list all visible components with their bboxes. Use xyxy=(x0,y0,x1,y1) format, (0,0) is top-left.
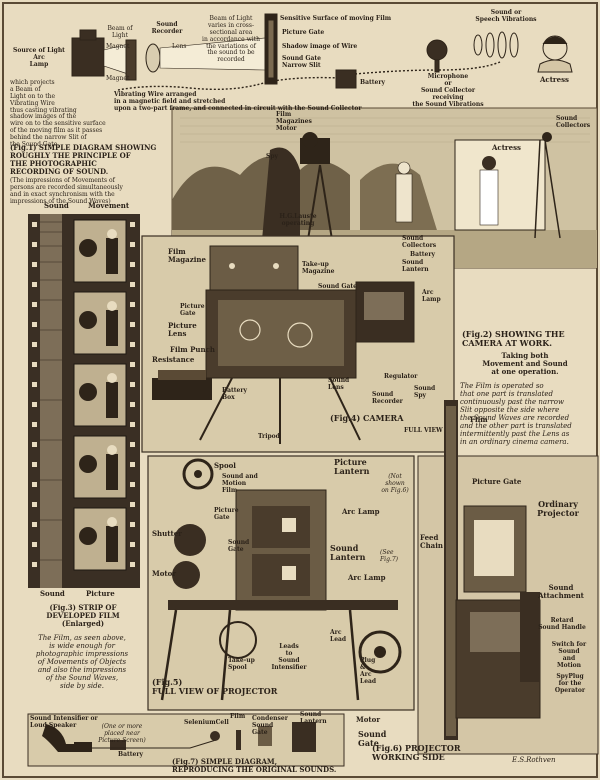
fig6-sound-attachment-label: Sound Attachment xyxy=(538,583,584,601)
fig4-arc-lamp-label: Arc Lamp xyxy=(422,289,441,303)
fig4-sound-recorder-label: Sound Recorder xyxy=(372,391,403,405)
fig5-lantern-note: (Not shown on Fig.6) xyxy=(381,473,409,494)
fig6-switch-label: Switch for Sound and Motion xyxy=(551,641,587,669)
fig4-film-punch-label: Film Punch xyxy=(170,345,215,354)
fig5-leads-label: Leads to Sound Intensifier xyxy=(271,643,307,671)
fig1-picture-gate-label: Picture Gate xyxy=(282,29,325,36)
fig5-sound-lantern-label: Sound Lantern xyxy=(330,543,366,563)
fig1-caption-note: (The impressions of Movements of persons… xyxy=(10,177,123,205)
fig4-camera xyxy=(141,235,455,453)
fig1-vibrating-wire-label: Vibrating Wire arranged in a magnetic fi… xyxy=(114,91,362,112)
fig3-picture-bottom-label: Picture xyxy=(86,589,115,598)
fig1-microphone-label: Microphone or Sound Collector receiving … xyxy=(412,73,484,108)
fig2-film-magazine-label: Film Magazines Motor xyxy=(276,111,312,132)
fig2-sound-collectors-top-label: Sound Collectors xyxy=(556,115,591,129)
fig5-picture-lantern-label: Picture Lantern xyxy=(334,457,370,477)
fig2-sound-collectors-bottom-label: Sound Collectors xyxy=(402,235,437,249)
fig4-picture-lens-label: Picture Lens xyxy=(168,321,197,339)
fig5-arc-lamp-top-label: Arc Lamp xyxy=(342,507,380,516)
fig2-caption-sub: Taking both Movement and Sound at one op… xyxy=(482,351,568,377)
fig5-sound-gate-label: Sound Gate xyxy=(228,539,250,553)
fig1-beam-varies-label: Beam of Light varies in cross- sectional… xyxy=(202,15,260,64)
fig3-sound-bottom-label: Sound xyxy=(40,589,65,598)
fig7-condenser-label: Condenser Sound Gate xyxy=(252,715,288,736)
fig2-actress-label: Actress xyxy=(492,143,521,152)
fig4-film-magazine-label: Film Magazine xyxy=(168,247,206,265)
fig1-diagram xyxy=(71,13,573,91)
fig2-description: The Film is operated so that one part is… xyxy=(460,382,572,447)
fig1-arc-explanation: which projects a Beam of Light on to the… xyxy=(10,79,106,149)
fig1-sound-gate-label: Sound Gate Narrow Slit xyxy=(282,55,321,69)
fig5-picture-gate-label: Picture Gate xyxy=(214,507,239,521)
fig5-film-label: Sound and Motion Film xyxy=(222,473,258,494)
fig2-battery-label: Battery xyxy=(410,251,435,258)
fig6-retard-label: Retard Sound Handle xyxy=(538,617,586,631)
fig5-caption: (Fig.5) FULL VIEW OF PROJECTOR xyxy=(152,677,278,697)
fig1-beam-label: Beam of Light xyxy=(107,25,133,39)
fig1-magnet-bottom-label: Magnet xyxy=(106,75,130,82)
fig5-lantern-note2: (See Fig.7) xyxy=(380,549,398,563)
fig1-battery-label: Battery xyxy=(360,79,385,86)
fig5-plug-arc-label: Plug & Arc Lead xyxy=(360,657,377,685)
fig7-battery-label: Battery xyxy=(118,751,143,758)
fig4-picture-gate-label: Picture Gate xyxy=(180,303,205,317)
fig6-signature: E.S.Rothven xyxy=(512,756,556,764)
fig4-caption-sub: FULL VIEW xyxy=(404,427,443,434)
fig6-motor-label: Motor xyxy=(356,715,381,724)
fig3-film-strip xyxy=(28,214,140,588)
fig4-sound-gate-label: Sound Gate xyxy=(318,283,357,290)
fig3-sound-label: Sound xyxy=(44,201,69,210)
fig2-spy-label: Spy xyxy=(266,153,279,160)
fig3-caption: (Fig.3) STRIP OF DEVELOPED FILM (Enlarge… xyxy=(46,603,120,629)
fig1-source-of-light-label: Source of Light Arc Lamp xyxy=(13,47,65,68)
fig1-magnet-top-label: Magnet xyxy=(106,43,130,50)
fig5-shutter-label: Shutter xyxy=(152,529,182,538)
fig6-caption: (Fig.6) PROJECTOR WORKING SIDE xyxy=(372,743,461,763)
fig7-intensifier-label: Sound Intensifier or Loud Speaker xyxy=(30,715,98,729)
fig6-film-label: Film xyxy=(470,415,488,424)
fig1-lens-label: Lens xyxy=(172,43,187,50)
fig7-selenium-label: SeleniumCell xyxy=(184,719,229,726)
fig4-tripod-label: Tripod xyxy=(258,433,280,440)
fig7-caption: (Fig.7) SIMPLE DIAGRAM, REPRODUCING THE … xyxy=(172,757,337,775)
fig4-regulator-label: Regulator xyxy=(384,373,418,380)
fig5-arc-lead-label: Arc Lead xyxy=(330,629,347,643)
fig4-resistance-label: Resistance xyxy=(152,355,195,364)
fig2-lauste-label: H.G.Lauste operating xyxy=(279,213,317,227)
fig4-battery-box-label: Battery Box xyxy=(222,387,247,401)
fig7-film-label: Film xyxy=(230,713,246,720)
fig3-movement-label: Movement xyxy=(88,201,130,210)
fig7-intensifier-note: (One or more placed near Picture Screen) xyxy=(98,723,146,744)
fig6-ordinary-projector-label: Ordinary Projector xyxy=(537,499,579,519)
fig3-description: The Film, as seen above, is wide enough … xyxy=(35,634,129,691)
fig5-motor-label: Motor xyxy=(152,569,177,578)
fig5-take-up-label: Take-up Spool xyxy=(228,657,255,671)
fig7-sound-lantern-label: Sound Lantern xyxy=(300,711,327,725)
fig1-sound-recorder-label: Sound Recorder xyxy=(151,21,183,35)
fig1-actress-label: Actress xyxy=(540,75,569,84)
fig6-sound-gate-label: Sound Gate xyxy=(358,729,387,749)
fig6-spyplug-label: SpyPlug for the Operator xyxy=(554,673,586,694)
fig7-diagram xyxy=(27,713,345,767)
fig4-sound-lantern-label: Sound Lantern xyxy=(402,259,429,273)
fig6-picture-gate-label: Picture Gate xyxy=(472,477,522,486)
fig1-sound-vibrations-label: Sound or Speech Vibrations xyxy=(475,9,537,23)
fig6-feed-chain-label: Feed Chain xyxy=(420,533,443,551)
fig6-projector xyxy=(358,400,599,755)
fig5-spool-label: Spool xyxy=(214,461,236,470)
fig4-sound-lens-label: Sound Lens xyxy=(328,377,350,391)
fig1-shadow-image-label: Shadow image of Wire xyxy=(282,43,358,50)
fig2-caption: (Fig.2) SHOWING THE CAMERA AT WORK. xyxy=(462,329,565,349)
fig4-caption: (Fig.4) CAMERA xyxy=(330,413,404,423)
fig4-sound-spy-label: Sound Spy xyxy=(414,385,436,399)
fig5-arc-lamp-bottom-label: Arc Lamp xyxy=(348,573,386,582)
fig1-sensitive-surface-label: Sensitive Surface of moving Film xyxy=(280,15,392,22)
fig1-caption: (Fig.1) SIMPLE DIAGRAM SHOWING ROUGHLY T… xyxy=(10,143,157,177)
fig4-take-up-label: Take-up Magazine xyxy=(302,261,335,275)
